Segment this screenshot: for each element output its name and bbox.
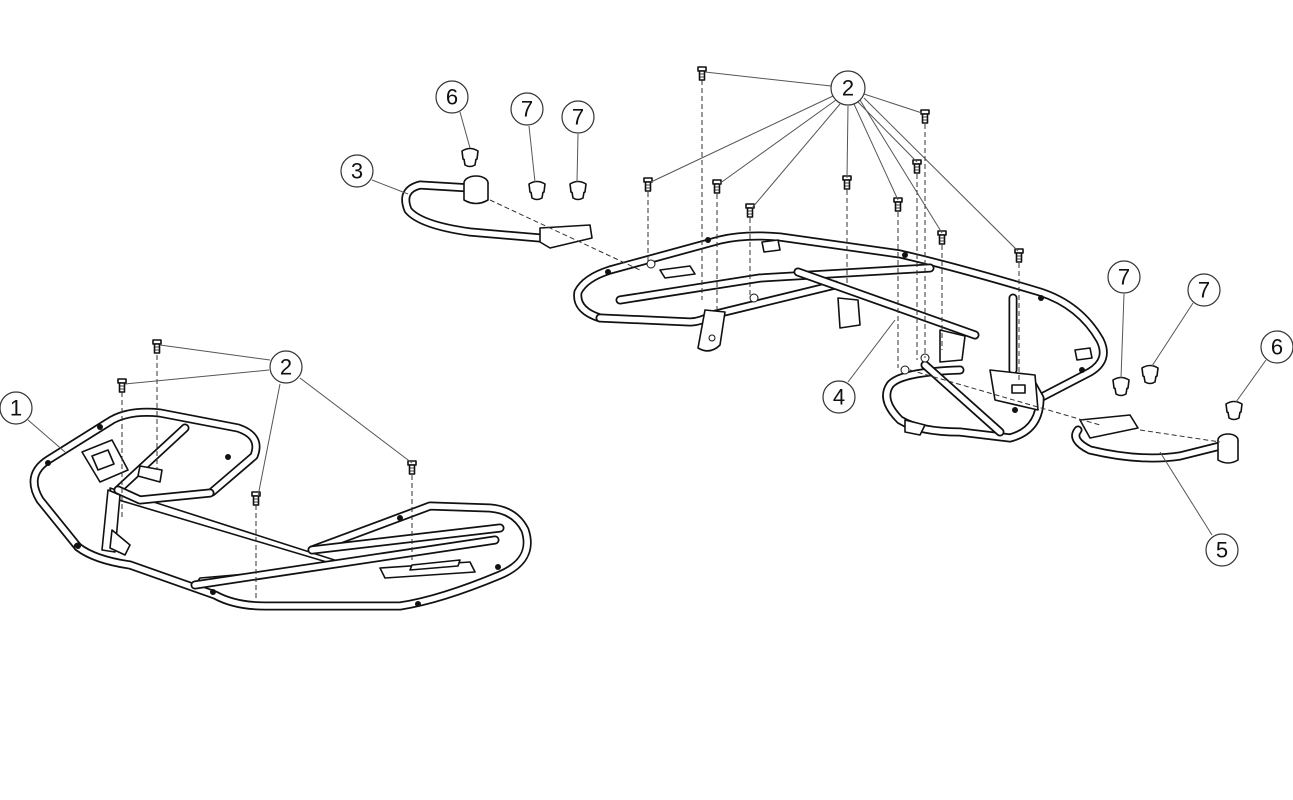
svg-text:7: 7 (1198, 278, 1210, 303)
callout-7-d: 7 (1187, 273, 1221, 307)
callout-2-left: 2 (269, 350, 303, 384)
svg-text:1: 1 (10, 396, 22, 421)
svg-text:2: 2 (280, 355, 292, 380)
svg-text:2: 2 (842, 76, 854, 101)
callout-5: 5 (1205, 533, 1239, 567)
callout-2-right: 2 (830, 70, 866, 106)
callout-7-c: 7 (1107, 260, 1141, 294)
callout-7-a: 7 (510, 92, 544, 126)
svg-text:6: 6 (446, 85, 458, 110)
svg-text:7: 7 (1118, 265, 1130, 290)
leader-lines (27, 71, 1267, 536)
callout-1: 1 (0, 391, 33, 425)
svg-text:7: 7 (521, 97, 533, 122)
rear-rack-part-1 (29, 407, 532, 611)
svg-text:7: 7 (572, 105, 584, 130)
callout-6-right: 6 (1260, 330, 1293, 364)
callouts: 1 2 2 3 4 5 6 6 7 7 7 7 (0, 70, 1293, 567)
grab-handle-part-3 (401, 175, 593, 249)
front-rack-part-4 (573, 231, 1108, 443)
callout-3: 3 (340, 154, 374, 188)
svg-text:4: 4 (833, 385, 845, 410)
grab-handle-part-5 (1071, 414, 1239, 464)
svg-text:6: 6 (1271, 335, 1283, 360)
svg-text:3: 3 (351, 159, 363, 184)
callout-7-b: 7 (561, 100, 595, 134)
assembly-lines (121, 80, 1221, 600)
callout-4: 4 (822, 380, 856, 414)
svg-text:5: 5 (1216, 538, 1228, 563)
callout-6-left: 6 (435, 80, 469, 114)
